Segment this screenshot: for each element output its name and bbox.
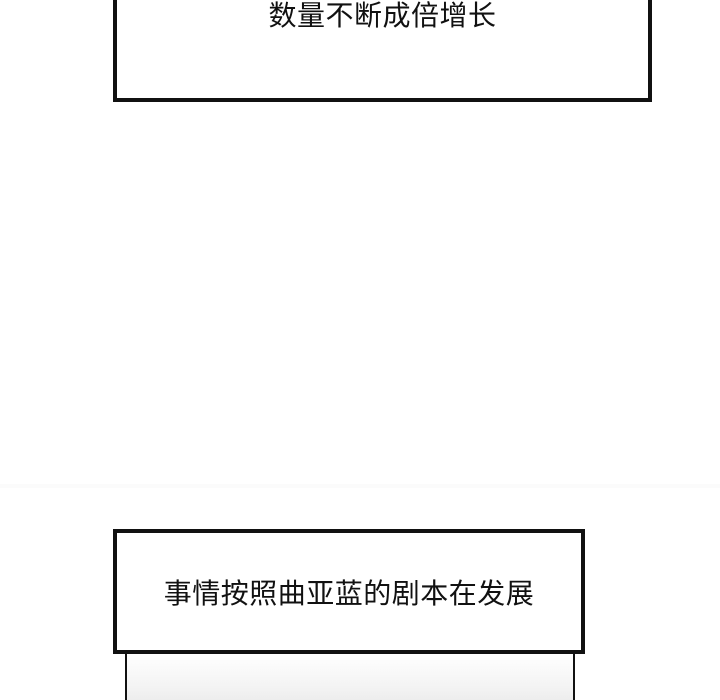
- caption-text-bottom: 事情按照曲亚蓝的剧本在发展: [163, 576, 535, 610]
- caption-text-top: 数量不断成倍增长: [268, 0, 497, 32]
- comic-panel-fragment: [125, 654, 575, 700]
- caption-box-top: 数量不断成倍增长: [113, 0, 652, 102]
- panel-divider: [0, 484, 720, 488]
- caption-box-bottom: 事情按照曲亚蓝的剧本在发展: [113, 529, 585, 654]
